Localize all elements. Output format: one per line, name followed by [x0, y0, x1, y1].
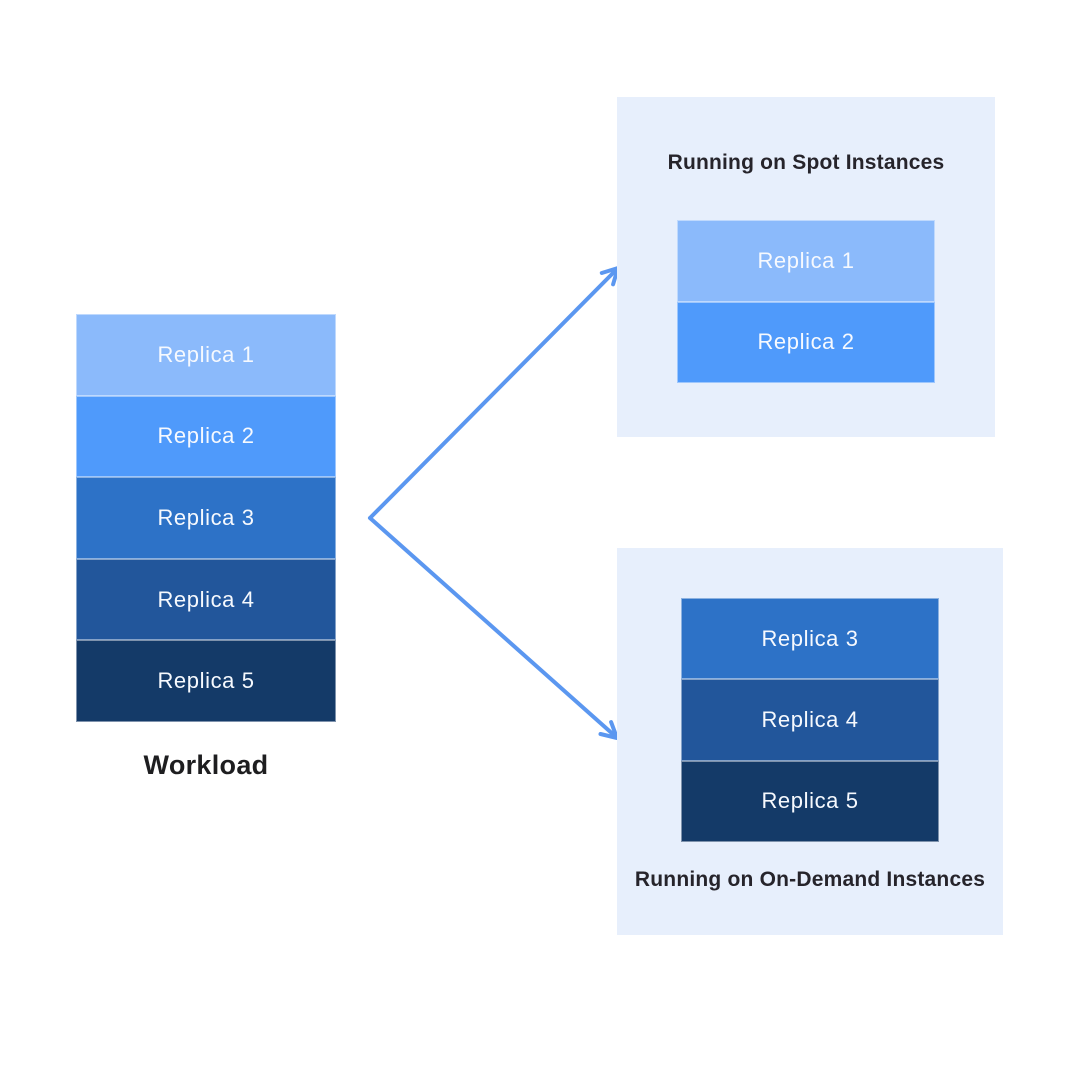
replica-block: Replica 4: [76, 558, 336, 641]
replica-label: Replica 2: [757, 329, 855, 355]
workload-stack: Replica 1 Replica 2 Replica 3 Replica 4 Repl…: [76, 314, 336, 722]
replica-block: Replica 1: [76, 314, 336, 396]
on-demand-panel-title: Running on On-Demand Instances: [634, 868, 986, 891]
replica-block: Replica 4: [681, 679, 939, 761]
replica-block: Replica 2: [677, 301, 935, 383]
replica-label: Replica 2: [157, 423, 255, 449]
arrow-down-right-head-icon: [598, 720, 619, 740]
replica-block: Replica 3: [76, 477, 336, 559]
replica-label: Replica 5: [157, 668, 255, 694]
arrow-up-right-head-icon: [599, 266, 620, 287]
on-demand-instances-panel: Replica 3 Replica 4 Replica 5 Running on O…: [617, 548, 1003, 935]
workload-label: Workload: [143, 750, 269, 780]
replica-label: Replica 5: [761, 788, 859, 814]
replica-block: Replica 3: [681, 598, 939, 680]
arrow-up-right-icon: [368, 268, 618, 520]
spot-replica-stack: Replica 1 Replica 2: [677, 220, 935, 383]
replica-block: Replica 5: [681, 760, 939, 842]
replica-block: Replica 1: [677, 220, 935, 302]
replica-label: Replica 1: [757, 247, 855, 273]
replica-label: Replica 3: [761, 625, 859, 651]
replica-block: Replica 2: [76, 395, 336, 478]
on-demand-replica-stack: Replica 3 Replica 4 Replica 5: [681, 598, 939, 842]
replica-label: Replica 4: [157, 586, 255, 612]
spot-panel-title: Running on Spot Instances: [667, 151, 945, 174]
replica-label: Replica 3: [157, 504, 255, 530]
replica-block: Replica 5: [76, 640, 336, 722]
replica-label: Replica 4: [761, 706, 859, 732]
replica-label: Replica 1: [157, 341, 255, 367]
arrow-down-right-icon: [368, 516, 617, 738]
